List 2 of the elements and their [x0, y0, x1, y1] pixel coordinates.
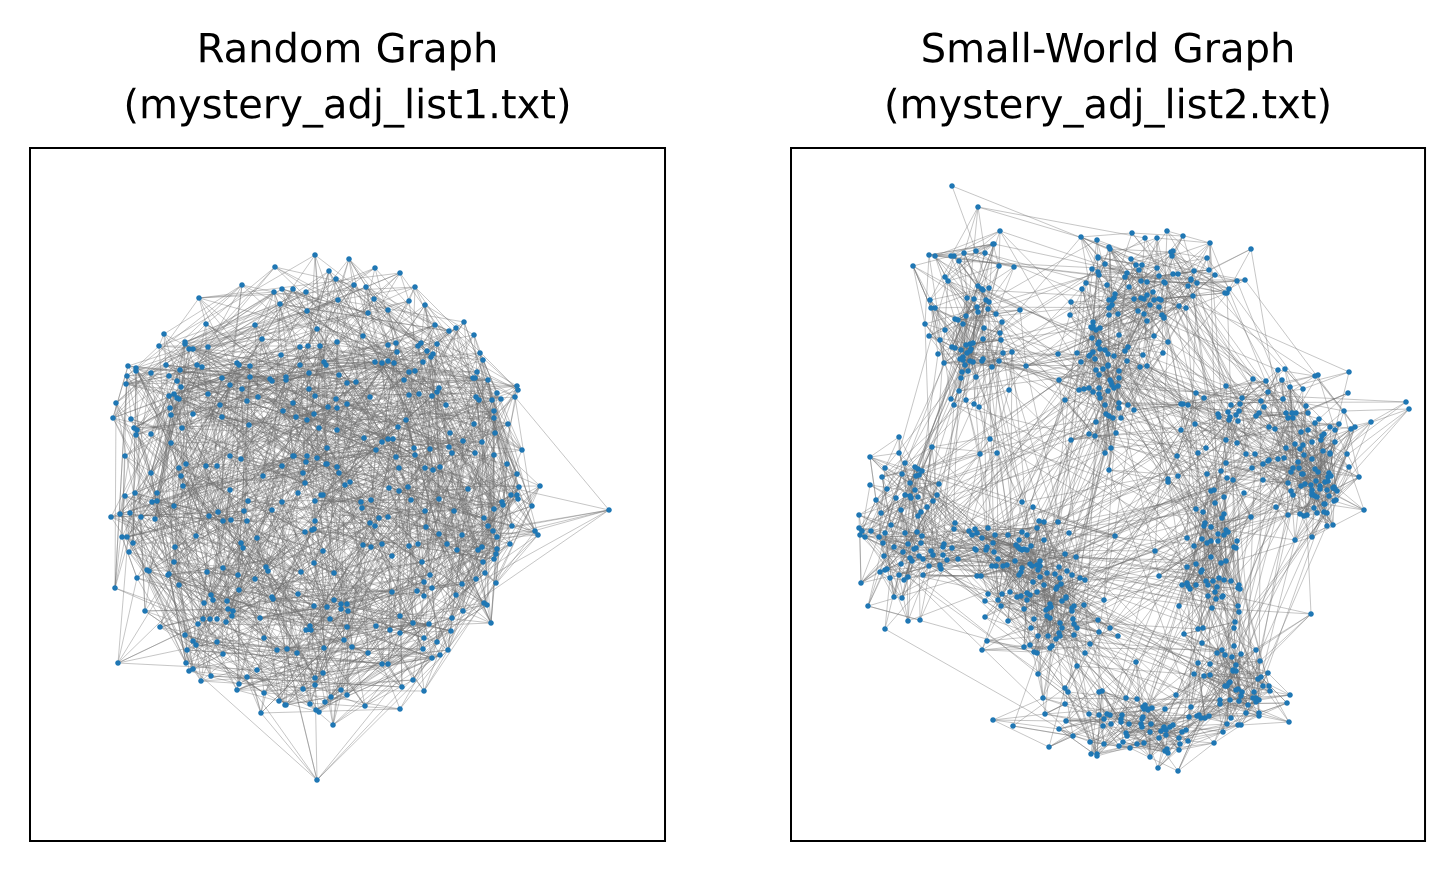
panel-title: Small-World Graph (mystery_adj_list2.txt) — [887, 31, 1329, 128]
panel-title: Random Graph (mystery_adj_list1.txt) — [126, 31, 569, 128]
